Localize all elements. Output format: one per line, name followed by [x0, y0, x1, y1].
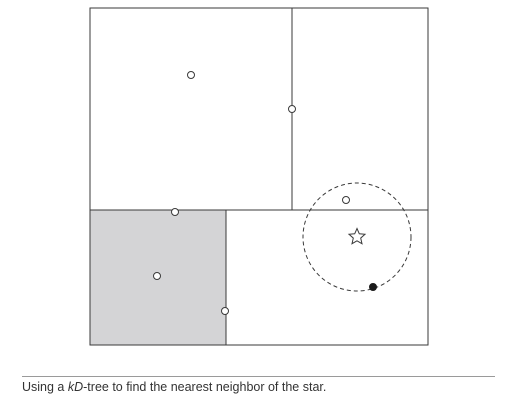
outer-boundary [89, 7, 429, 346]
point-upper-left [187, 71, 195, 79]
point-inside-circle [342, 196, 350, 204]
caption-divider [22, 376, 495, 377]
star-icon [347, 227, 367, 245]
point-shaded-region [153, 272, 161, 280]
point-nearest-neighbor [369, 283, 377, 291]
point-split-right-vertical [288, 105, 296, 113]
kd-tree-diagram [89, 7, 429, 346]
point-split-lower-vertical [221, 307, 229, 315]
caption-suffix: -tree to find the nearest neighbor of th… [83, 380, 327, 394]
figure-caption: Using a kD-tree to find the nearest neig… [22, 380, 326, 394]
search-circle [302, 182, 412, 292]
caption-prefix: Using a [22, 380, 68, 394]
caption-term: kD [67, 380, 84, 394]
point-split-horizontal [171, 208, 179, 216]
